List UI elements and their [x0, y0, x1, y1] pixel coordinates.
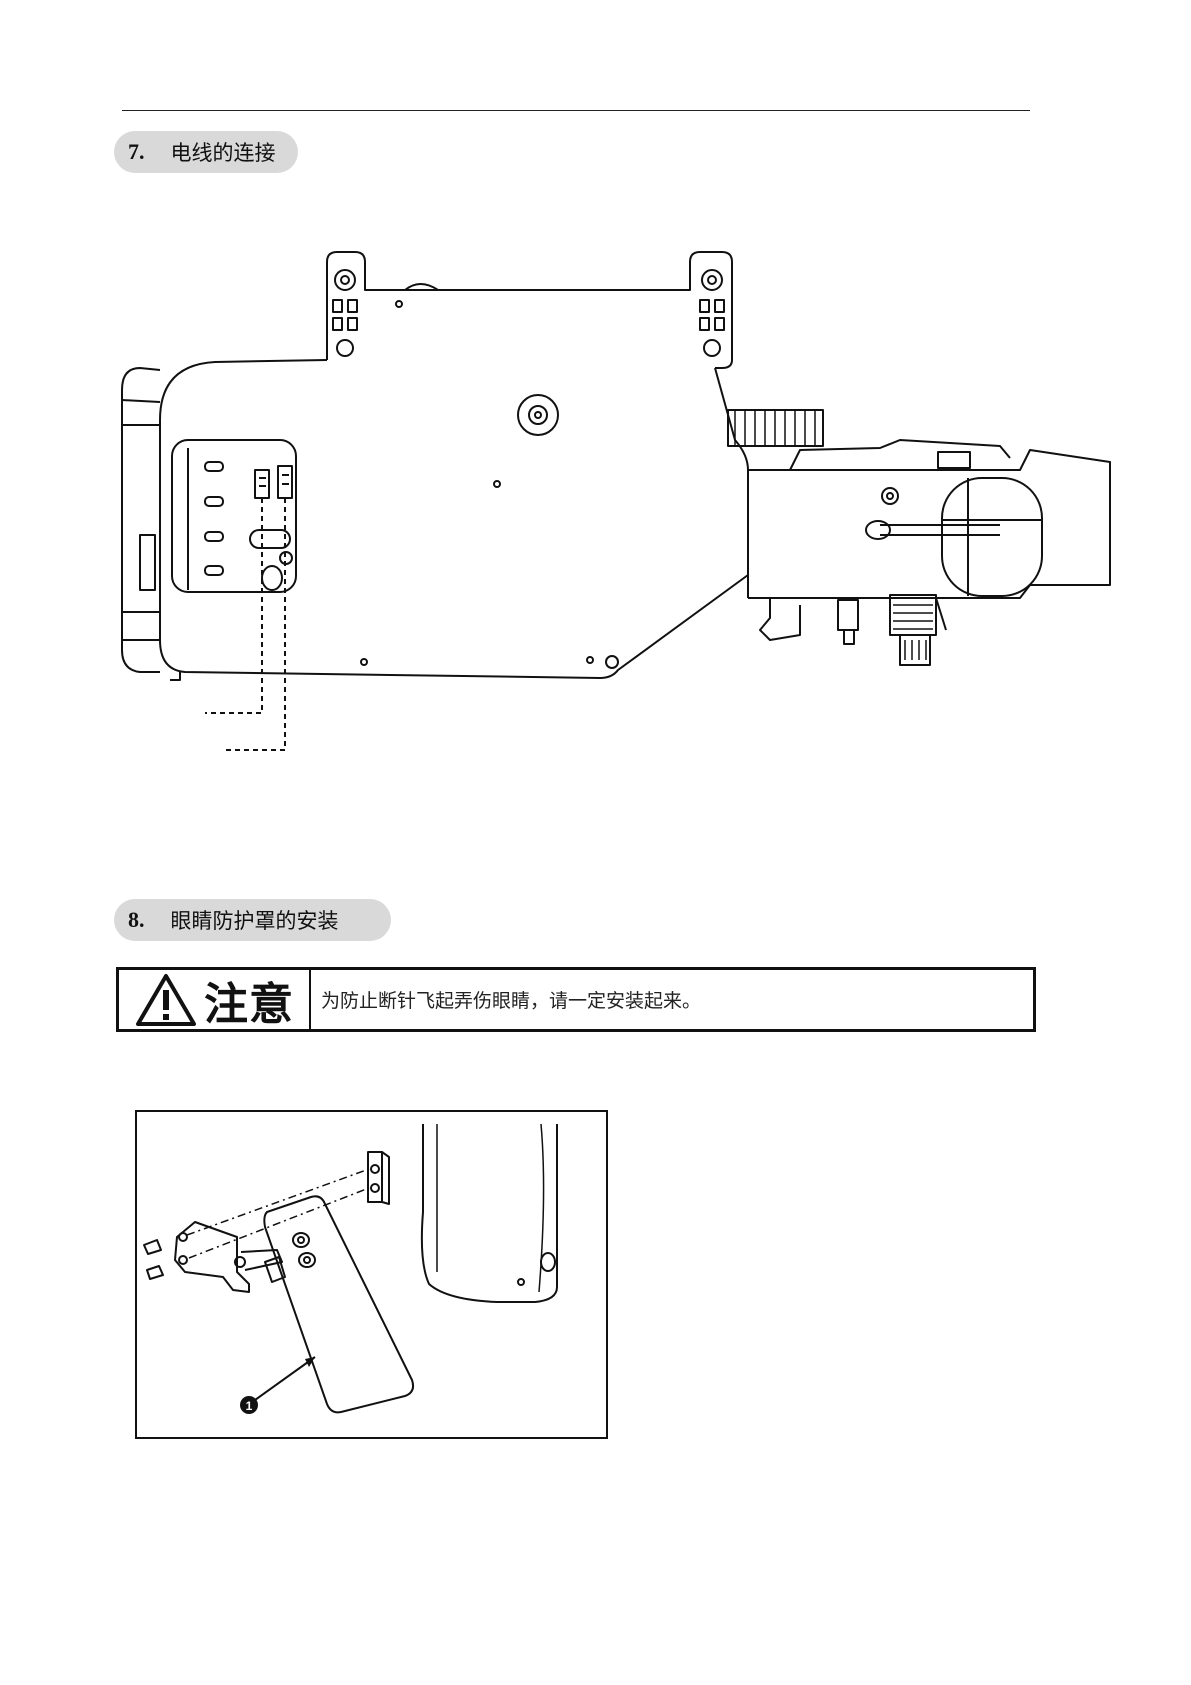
- warning-triangle-icon: [134, 972, 198, 1028]
- caution-text: 为防止断针飞起弄伤眼睛，请一定安装起来。: [311, 970, 1033, 1029]
- sewing-machine-illustration: [0, 0, 1191, 800]
- section-8-title: 眼睛防护罩的安装: [171, 905, 339, 935]
- section-8-heading: 8. 眼睛防护罩的安装: [114, 899, 391, 941]
- section-8-number: 8.: [128, 907, 145, 933]
- caution-word: 注意: [204, 968, 294, 1032]
- caution-label: 注意: [119, 970, 311, 1029]
- eye-guard-illustration: 1: [137, 1112, 606, 1437]
- eye-guard-figure: 1: [135, 1110, 608, 1439]
- callout-marker-1: 1: [246, 1399, 253, 1413]
- caution-notice: 注意 为防止断针飞起弄伤眼睛，请一定安装起来。: [116, 967, 1036, 1032]
